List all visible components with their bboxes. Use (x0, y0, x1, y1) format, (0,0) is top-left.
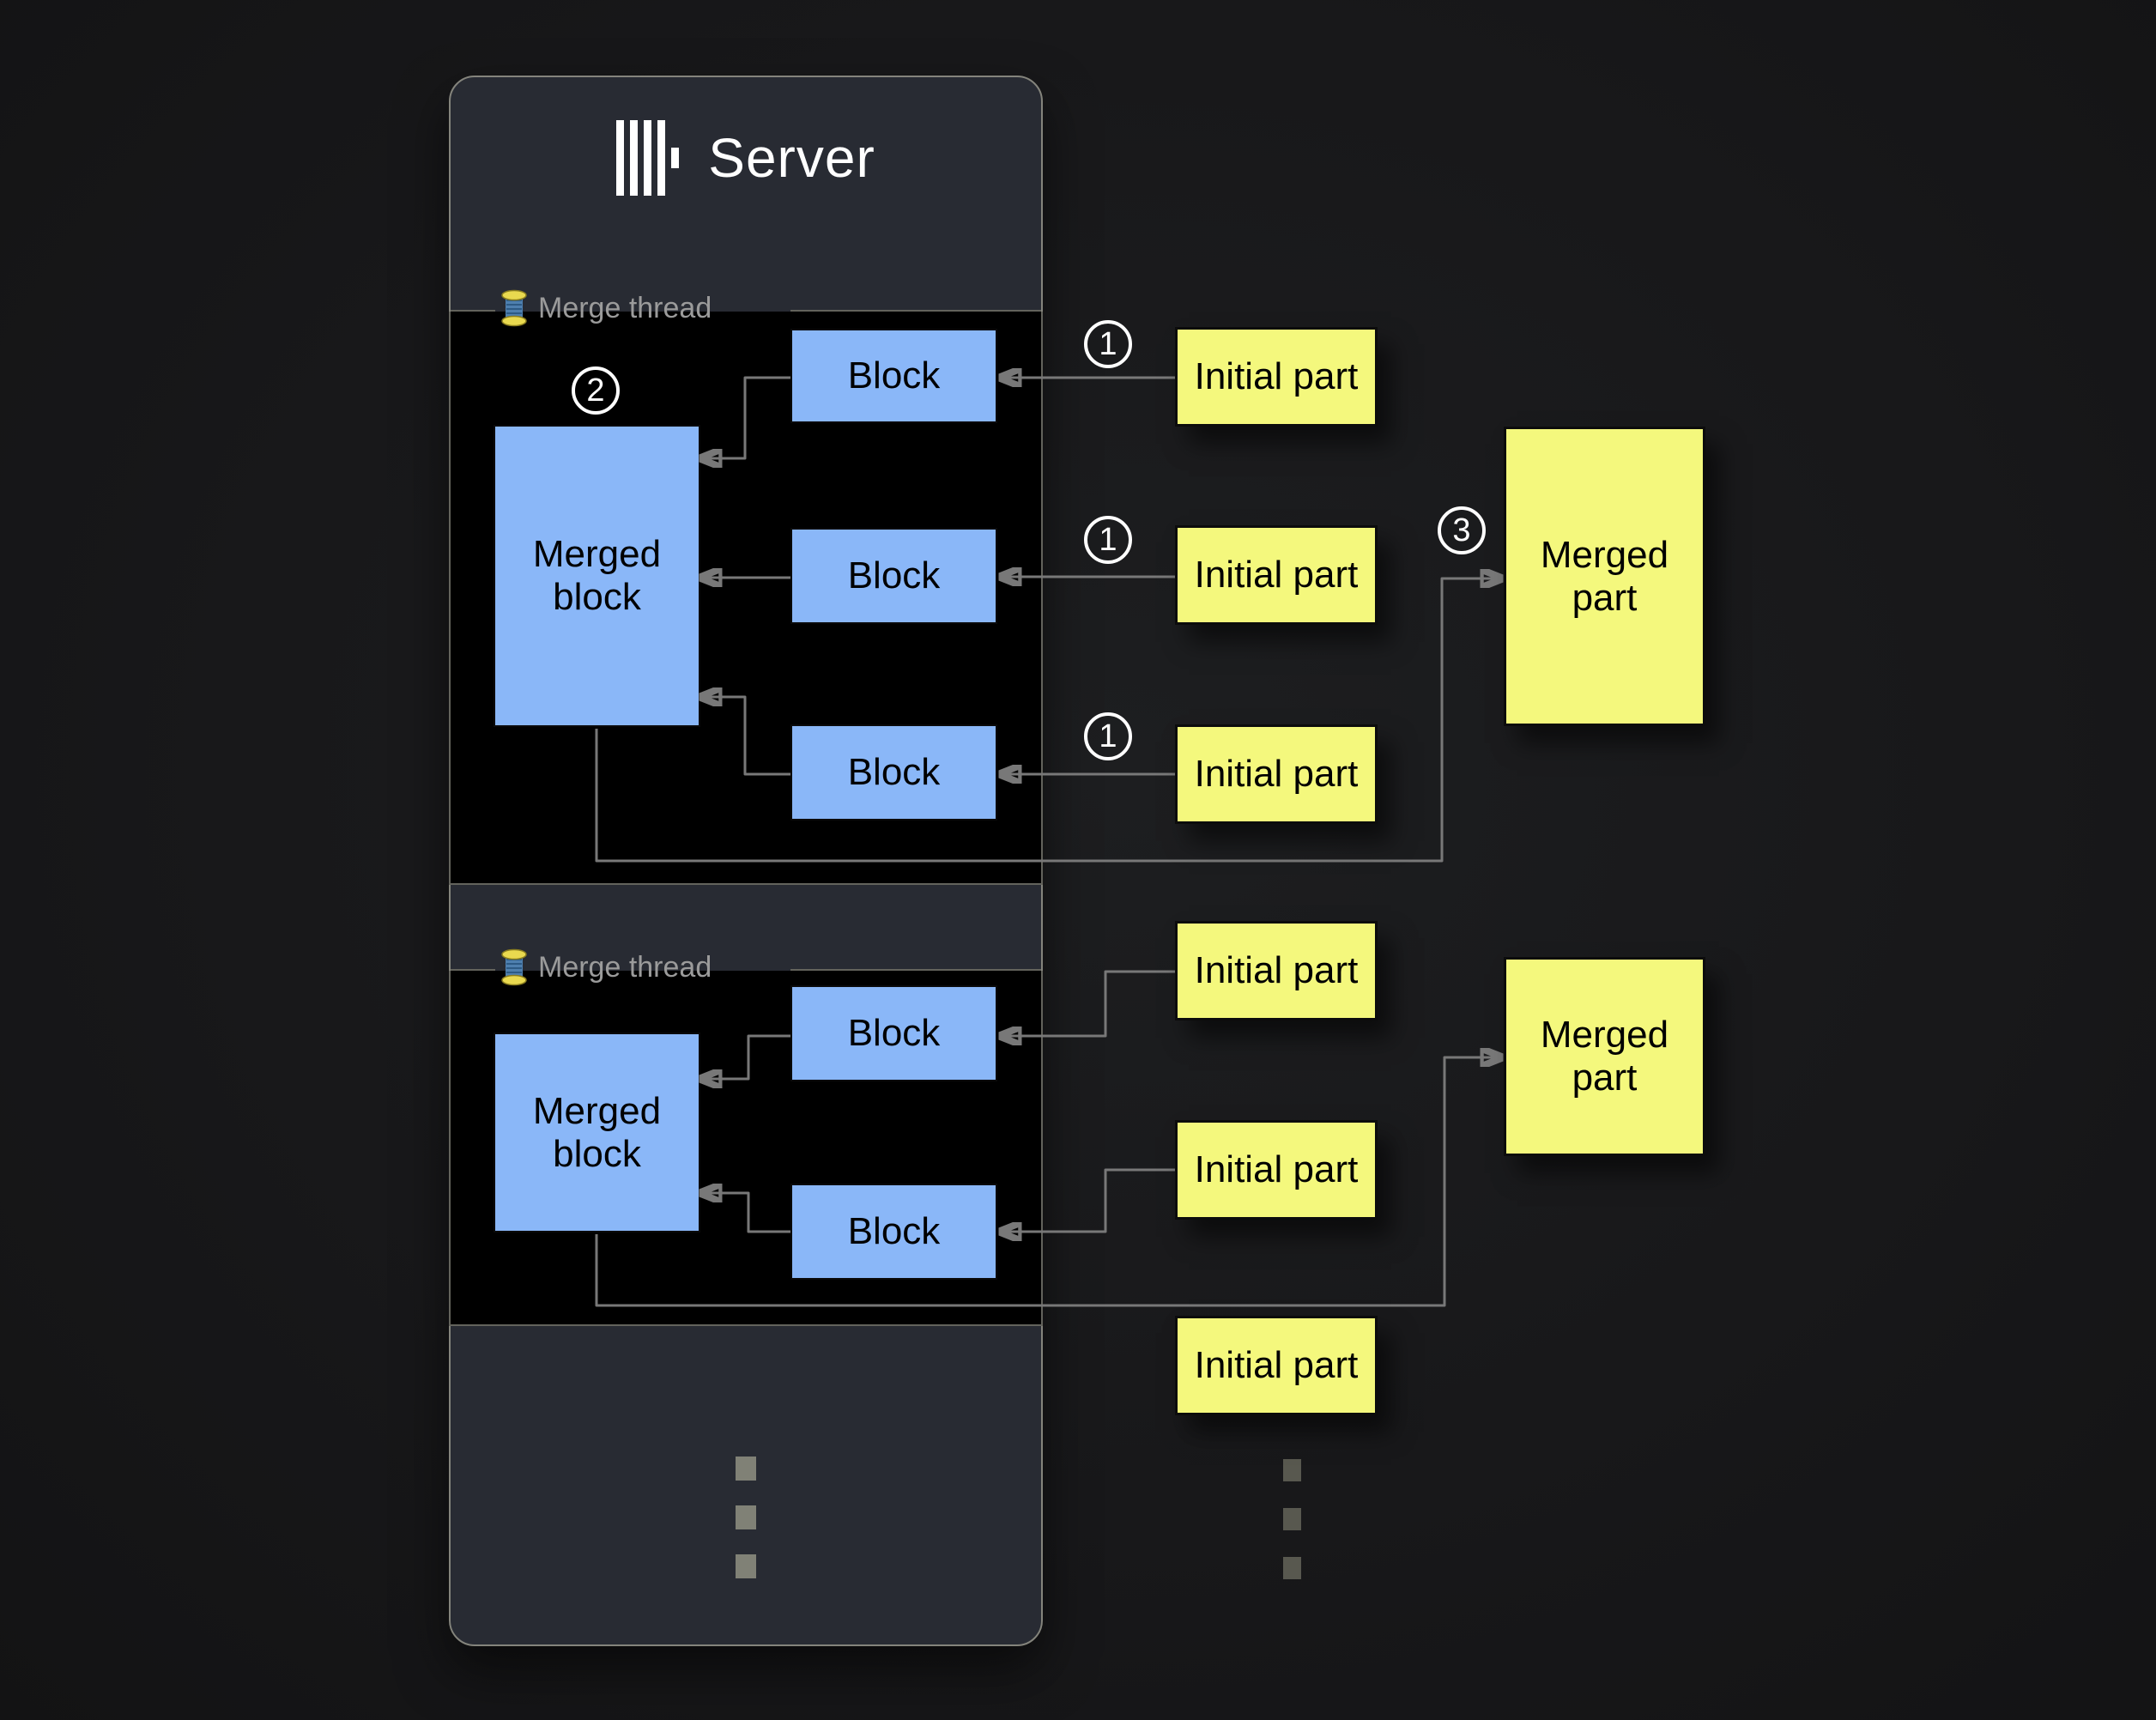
thread-border-segment (451, 969, 495, 971)
thread-border-segment (790, 969, 1041, 971)
step-1-badge: 1 (1084, 516, 1132, 564)
initial-part: Initial part (1175, 1316, 1378, 1415)
thread-border-segment (790, 310, 1041, 312)
merged-block: Merged block (494, 425, 700, 727)
thread-spool-icon (501, 948, 527, 986)
block: Block (790, 1184, 997, 1280)
merge-thread-box-2: Merge thread Merged block Block Block (449, 948, 1043, 1326)
merge-thread-legend-1: Merge thread (500, 288, 712, 328)
block: Block (790, 528, 997, 624)
block: Block (790, 724, 997, 821)
thread-spool-icon (501, 289, 527, 327)
step-1-badge: 1 (1084, 712, 1132, 760)
initial-part: Initial part (1175, 724, 1378, 824)
parts-ellipsis-icon (1283, 1459, 1301, 1579)
step-3-badge: 3 (1438, 506, 1486, 554)
block: Block (790, 329, 997, 423)
merge-thread-legend-2: Merge thread (500, 948, 712, 987)
server-title: Server (708, 127, 875, 189)
merged-part: Merged part (1504, 957, 1705, 1156)
merge-thread-label: Merge thread (538, 292, 712, 324)
server-title-row: Server (451, 120, 1041, 196)
server-ellipsis-icon (736, 1457, 756, 1578)
thread-border-segment (451, 310, 495, 312)
step-2-badge: 2 (572, 366, 620, 415)
merged-part: Merged part (1504, 427, 1705, 726)
merge-thread-box-1: Merge thread 2 Merged block Block Block … (449, 289, 1043, 885)
step-1-badge: 1 (1084, 320, 1132, 368)
initial-part: Initial part (1175, 327, 1378, 427)
block: Block (790, 985, 997, 1081)
server-panel: Server Merge thread 2 Merged block Block… (449, 76, 1043, 1646)
merged-block: Merged block (494, 1033, 700, 1232)
clickhouse-logo-icon (616, 120, 680, 196)
initial-part: Initial part (1175, 921, 1378, 1020)
initial-part: Initial part (1175, 1120, 1378, 1220)
merge-thread-label: Merge thread (538, 951, 712, 984)
initial-part: Initial part (1175, 525, 1378, 625)
